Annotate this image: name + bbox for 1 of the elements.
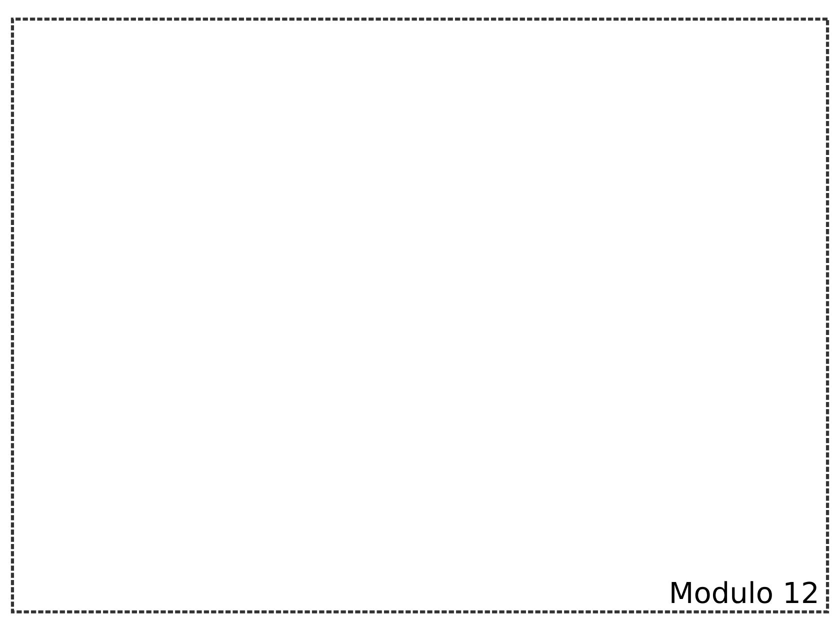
node-box: Modulo 12 [10, 17, 830, 613]
